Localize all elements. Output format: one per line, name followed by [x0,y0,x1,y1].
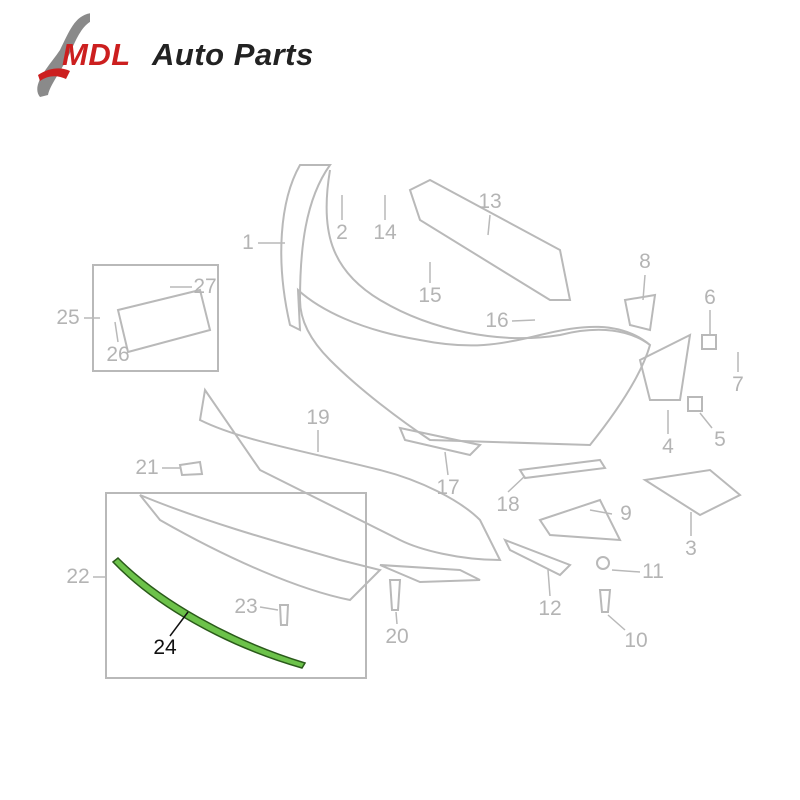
part-19-undertray [198,387,502,562]
leader-line-24 [169,611,189,637]
callout-24-highlighted: 24 [153,636,177,659]
part-21-clip [178,460,204,477]
logo-swoosh-icon [37,13,90,97]
callout-17: 17 [436,476,460,499]
leader-lines [84,195,739,631]
callout-10: 10 [624,629,648,652]
part-license-bracket [116,288,212,354]
logo-suffix: Auto Parts [152,37,314,72]
part-20-bolt [388,579,402,611]
callout-21: 21 [135,456,159,479]
part-22-box [105,492,367,679]
callout-22: 22 [66,565,90,588]
callout-11: 11 [642,560,664,583]
callout-23: 23 [234,595,258,618]
callout-20: 20 [385,625,409,648]
part-22-panel [139,494,382,602]
callout-18: 18 [496,493,520,516]
part-8-bracket [623,293,657,332]
part-11-nut [596,556,610,570]
part-6-clip [701,334,717,350]
callout-16: 16 [485,309,509,332]
part-4-bracket [638,333,692,401]
callout-5: 5 [714,428,726,451]
callout-9: 9 [620,502,632,525]
callout-6: 6 [704,286,716,309]
part-lower-lip [379,564,481,584]
callout-26: 26 [106,343,130,366]
callout-13: 13 [478,190,502,213]
callout-12: 12 [538,597,562,620]
callout-19: 19 [306,406,330,429]
part-10-bolt [598,589,612,613]
callout-1: 1 [242,231,254,254]
callout-7: 7 [732,373,744,396]
part-18-trim [518,458,607,480]
callout-2: 2 [336,221,348,244]
part-5-clip [687,396,703,412]
part-23-bolt [278,604,290,626]
part-bumper-cover [280,164,652,447]
part-bumper-upper-edge [325,169,651,346]
logo-brand: MDL [62,37,131,72]
callout-15: 15 [418,284,442,307]
part-24-strip-highlighted [111,556,307,669]
callout-3: 3 [685,537,697,560]
part-13-reinforcement [408,178,572,301]
part-9-bracket [538,498,622,542]
callout-25: 25 [56,306,80,329]
callout-14: 14 [373,221,397,244]
callout-8: 8 [639,250,651,273]
part-3-vent [642,468,742,517]
callout-27: 27 [193,275,217,298]
brand-logo: MDL Auto Parts [30,5,360,105]
part-17-trim [398,426,483,457]
part-12-trim [502,538,572,577]
callout-4: 4 [662,435,674,458]
